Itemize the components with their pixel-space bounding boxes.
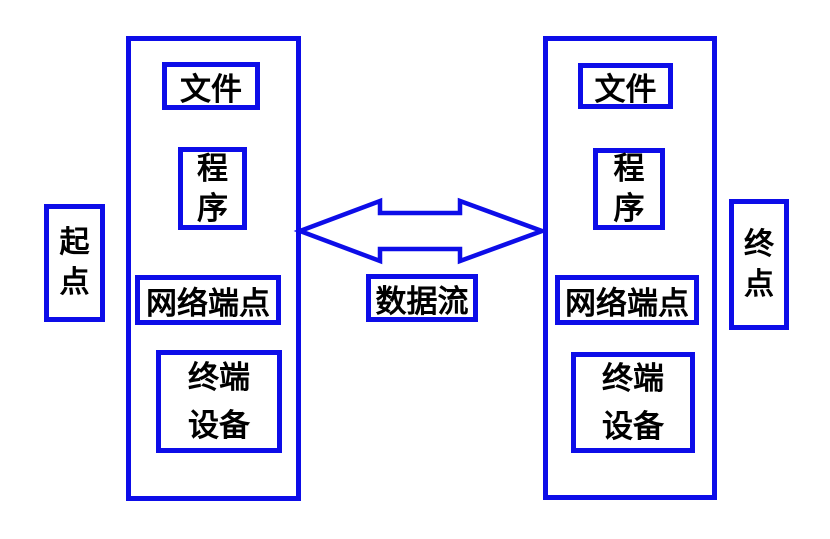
file-node-left: 文件 [162, 62, 260, 110]
program-node-right: 程 序 [593, 148, 665, 230]
data-flow-label: 数据流 [366, 274, 478, 322]
network-endpoint-node-right: 网络端点 [555, 275, 699, 325]
destination-node: 终 点 [729, 199, 789, 330]
source-node: 起 点 [44, 204, 105, 322]
file-node-right: 文件 [578, 63, 673, 109]
program-node-left: 程 序 [178, 147, 247, 230]
terminal-device-node-left: 终端 设备 [156, 350, 282, 453]
terminal-device-node-right: 终端 设备 [571, 352, 695, 453]
network-endpoint-node-left: 网络端点 [135, 275, 281, 325]
double-arrow-icon [293, 197, 549, 265]
